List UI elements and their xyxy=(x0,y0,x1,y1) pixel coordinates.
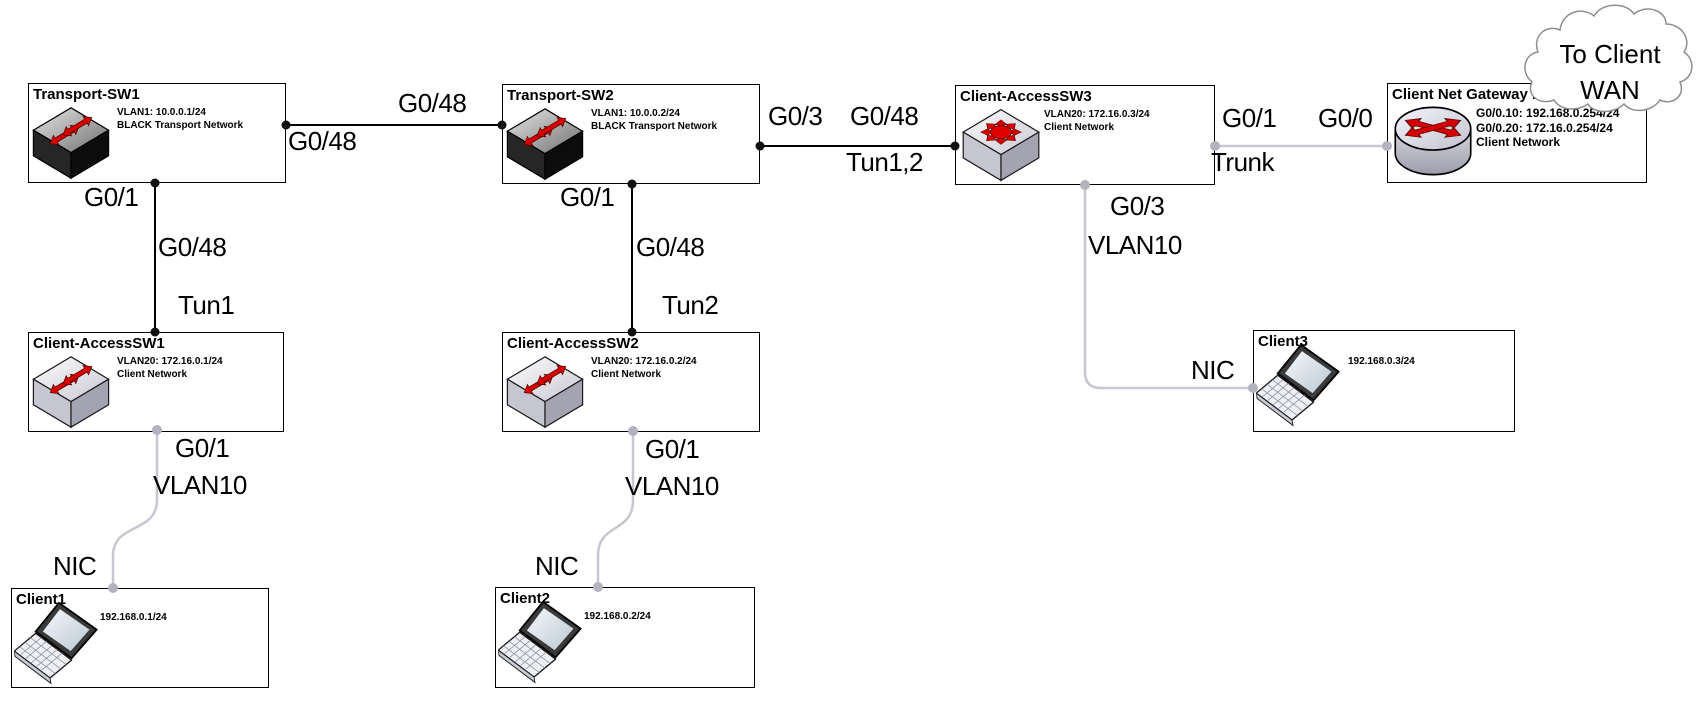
device-detail-line: BLACK Transport Network xyxy=(117,119,244,131)
label-sw2-tun2: Tun2 xyxy=(662,290,719,320)
device-detail-line: VLAN20: 172.16.0.1/24 xyxy=(117,356,223,367)
device-title: Client-AccessSW3 xyxy=(960,88,1092,105)
label-sw1-g01: G0/1 xyxy=(84,182,139,212)
device-client-access-sw3: Client-AccessSW3 VLAN20: 172.16.0.3/24 C… xyxy=(955,85,1215,185)
laptop-icon xyxy=(1255,343,1347,429)
label-sw1-g048: G0/48 xyxy=(158,232,227,262)
device-detail-line: VLAN1: 10.0.0.2/24 xyxy=(591,108,680,119)
label-c3-g03: G0/3 xyxy=(1110,191,1165,221)
label-rt-g01: G0/1 xyxy=(1222,103,1277,133)
device-detail-line: Client Network xyxy=(591,368,662,380)
device-title: Client1 xyxy=(16,591,67,608)
label-rt-trunk: Trunk xyxy=(1211,147,1275,177)
label-c1-nic: NIC xyxy=(53,551,97,581)
device-detail-line: G0/0.10: 192.168.0.254/24 xyxy=(1476,106,1620,120)
device-detail-line: 192.168.0.3/24 xyxy=(1348,356,1415,367)
switch-icon xyxy=(505,355,585,429)
cloud-line2: WAN xyxy=(1580,75,1640,105)
device-title: Client-AccessSW2 xyxy=(507,335,639,352)
device-client2: Client2 192.168.0.2/24 xyxy=(495,587,755,688)
label-rt-g00: G0/0 xyxy=(1318,103,1373,133)
label-sw2-g048: G0/48 xyxy=(636,232,705,262)
device-client-access-sw1: Client-AccessSW1 VLAN20: 172.16.0.1/24 C… xyxy=(28,332,284,432)
device-title: Client Net Gateway RT xyxy=(1392,86,1553,103)
label-sw3-tun12: Tun1,2 xyxy=(846,147,923,177)
device-client1: Client1 192.168.0.1/24 xyxy=(11,588,269,688)
label-g048-sw2-side: G0/48 xyxy=(398,88,467,118)
device-detail-line: Client Network xyxy=(117,368,188,380)
device-title: Transport-SW1 xyxy=(33,86,140,103)
device-detail-line: VLAN1: 10.0.0.1/24 xyxy=(117,107,206,118)
device-detail-line: VLAN20: 172.16.0.2/24 xyxy=(591,356,697,367)
label-c2-nic: NIC xyxy=(535,551,579,581)
device-client-access-sw2: Client-AccessSW2 VLAN20: 172.16.0.2/24 C… xyxy=(502,332,760,432)
label-c1-vlan10: VLAN10 xyxy=(153,470,247,500)
device-detail-line: 192.168.0.2/24 xyxy=(584,611,651,622)
multilayer-switch-icon xyxy=(958,108,1044,182)
label-sw3-g03: G0/3 xyxy=(768,101,823,131)
device-transport-sw2: Transport-SW2 VLAN1: 10.0.0.2/24 BLACK T… xyxy=(502,84,760,184)
device-title: Client-AccessSW1 xyxy=(33,335,165,352)
device-client3: Client3 192.168.0.3/24 xyxy=(1253,330,1515,432)
label-sw2-g01: G0/1 xyxy=(560,182,615,212)
switch-icon xyxy=(31,106,111,180)
switch-icon xyxy=(31,355,111,429)
label-sw3-g048: G0/48 xyxy=(850,101,919,131)
device-title: Transport-SW2 xyxy=(507,87,614,104)
device-detail-line: VLAN20: 172.16.0.3/24 xyxy=(1044,109,1150,120)
device-title: Client2 xyxy=(500,590,551,607)
wan-cloud-label: To Client WAN xyxy=(1536,36,1684,108)
label-c1-g01: G0/1 xyxy=(175,433,230,463)
device-transport-sw1: Transport-SW1 VLAN1: 10.0.0.1/24 BLACK T… xyxy=(28,83,286,183)
link-accesssw2-client2 xyxy=(596,431,635,587)
label-c3-vlan10: VLAN10 xyxy=(1088,230,1182,260)
label-c3-nic: NIC xyxy=(1191,355,1235,385)
device-detail-line: Client Network xyxy=(1476,135,1561,149)
cloud-line1: To Client xyxy=(1559,39,1661,69)
switch-icon xyxy=(505,107,585,181)
device-detail-line: BLACK Transport Network xyxy=(591,120,718,132)
laptop-icon xyxy=(497,600,589,686)
label-c2-vlan10: VLAN10 xyxy=(625,471,719,501)
router-icon xyxy=(1392,102,1474,180)
device-detail-line: G0/0.20: 172.16.0.254/24 xyxy=(1476,120,1613,135)
device-detail-line: 192.168.0.1/24 xyxy=(100,612,167,623)
link-accesssw1-client1 xyxy=(111,430,159,588)
label-c2-g01: G0/1 xyxy=(645,434,700,464)
laptop-icon xyxy=(13,601,105,687)
label-sw1-tun1: Tun1 xyxy=(178,290,235,320)
label-g048-sw1-side: G0/48 xyxy=(288,126,357,156)
device-title: Client3 xyxy=(1258,333,1309,350)
device-detail-line: Client Network xyxy=(1044,121,1115,133)
